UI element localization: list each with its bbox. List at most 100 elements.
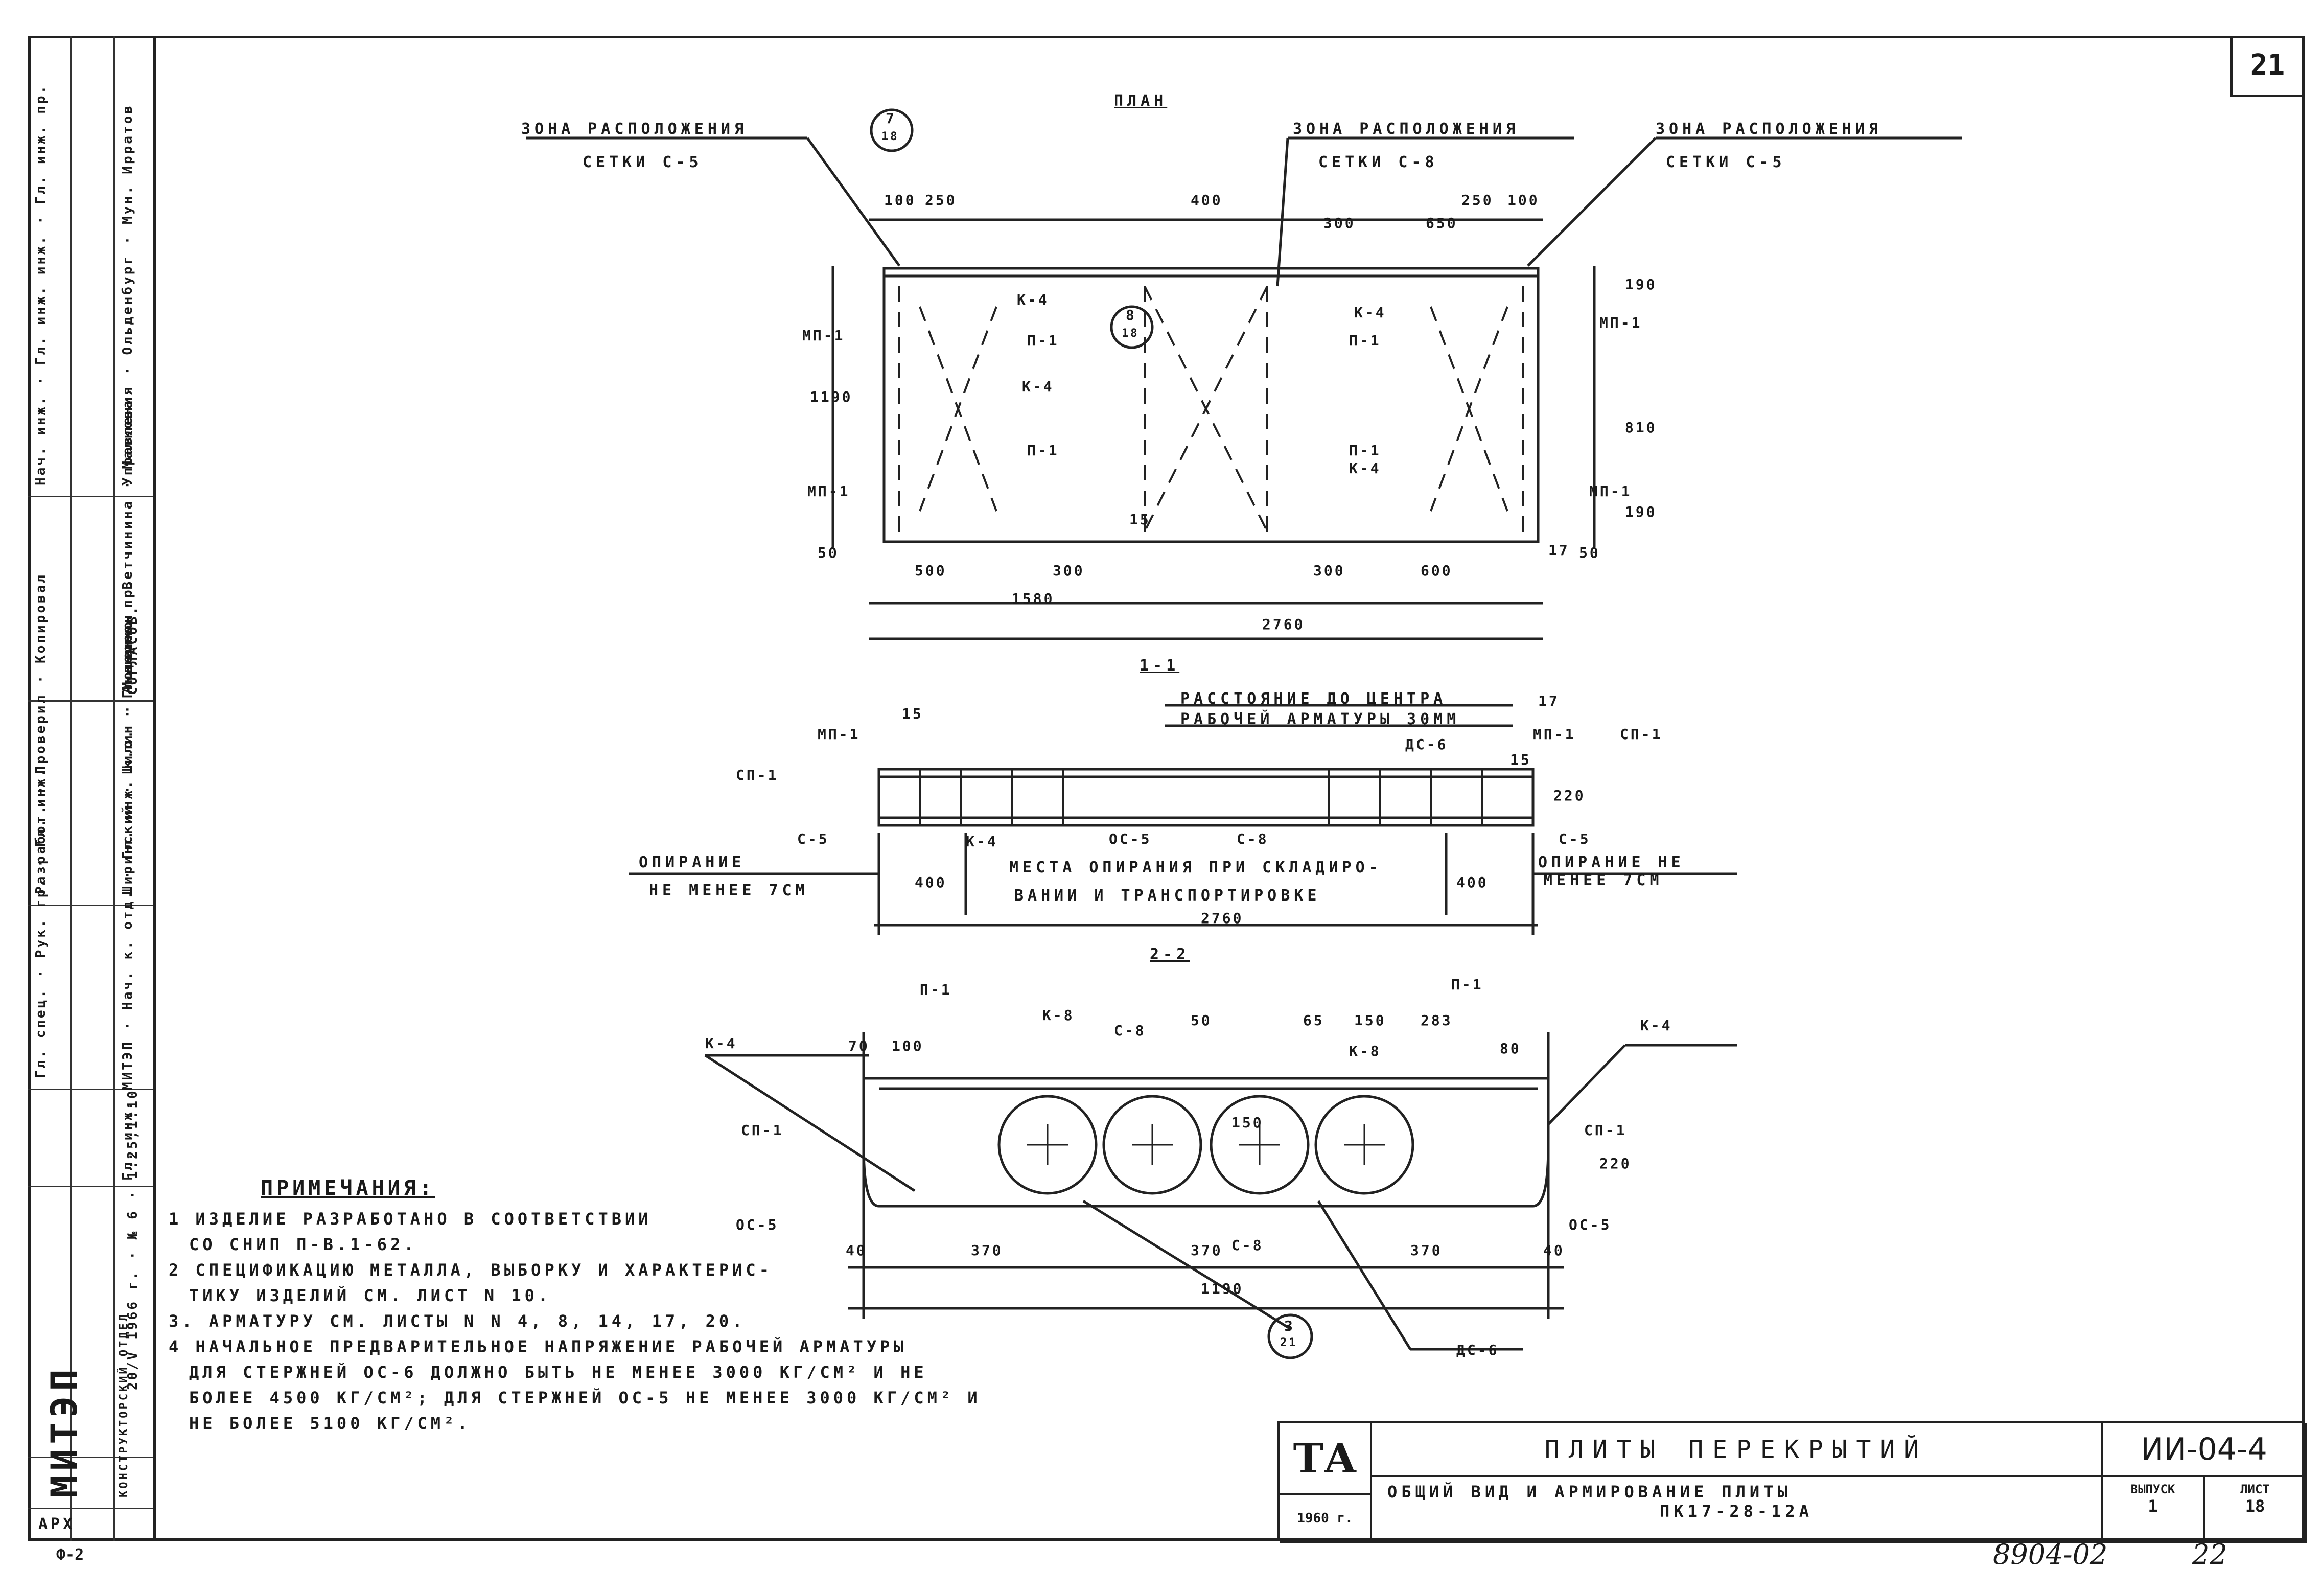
plan-dim: 650 [1426,215,1458,232]
tb-sheet: ЛИСТ 18 [2205,1477,2307,1543]
plan-label: П-1 [1027,332,1059,349]
section2-label: ДС-6 [1456,1342,1499,1358]
plan-zone-mid: ЗОНА РАСПОЛОЖЕНИЯ [1293,120,1520,138]
section2-dim: 70 [848,1037,870,1054]
plan-zone-left: ЗОНА РАСПОЛОЖЕНИЯ [521,120,748,138]
note-line: 4 НАЧАЛЬНОЕ ПРЕДВАРИТЕЛЬНОЕ НАПРЯЖЕНИЕ Р… [169,1337,907,1356]
section2-label: К-4 [1640,1017,1672,1034]
plan-dim: 17 [1548,542,1570,559]
plan-title: ПЛАН [1114,92,1168,110]
note-line: 2 СПЕЦИФИКАЦИЮ МЕТАЛЛА, ВЫБОРКУ И ХАРАКТ… [169,1260,773,1280]
plan-zone-mid-mesh: СЕТКИ С-8 [1318,153,1438,171]
note-line: 1 ИЗДЕЛИЕ РАЗРАБОТАНО В СООТВЕТСТВИИ [169,1209,652,1229]
notes-block: ПРИМЕЧАНИЯ: 1 ИЗДЕЛИЕ РАЗРАБОТАНО В СООТ… [169,1175,1191,1436]
plan-label: К-4 [1017,291,1049,308]
void-1 [997,1095,1098,1195]
section2-dim: 220 [1599,1155,1632,1172]
section2-label: СП-1 [1584,1122,1627,1139]
note-line: ТИКУ ИЗДЕЛИЙ СМ. ЛИСТ N 10. [189,1286,552,1305]
section-label: ОС-5 [1109,830,1152,847]
tb-issue: ВЫПУСК 1 [2103,1477,2205,1543]
section2-label: К-8 [1042,1007,1075,1024]
section-label: К-4 [966,833,998,850]
section2-dim: 150 [1354,1012,1386,1029]
tb-logo: ТА [1280,1423,1372,1495]
plan-dim: 600 [1421,562,1453,579]
plan-label: МП-1 [1599,314,1642,331]
plan-dim: 300 [1313,562,1345,579]
plan-slab-outline [882,267,1540,543]
section-note-2: РАБОЧЕЙ АРМАТУРЫ 30ММ [1180,710,1460,728]
section2-label: К-8 [1349,1043,1381,1059]
page-number: 21 [2250,49,2285,82]
bearing-note-2: ВАНИИ И ТРАНСПОРТИРОВКЕ [1014,887,1321,905]
section-dim: 15 [1510,751,1531,768]
note-line: НЕ БОЛЕЕ 5100 КГ/СМ². [189,1414,471,1433]
section-dim: 220 [1553,787,1586,804]
plan-dim: 250 [1461,192,1494,209]
void-3 [1210,1095,1310,1195]
section2-label: К-4 [705,1035,737,1052]
note-line: БОЛЕЕ 4500 КГ/СМ²; ДЛЯ СТЕРЖНЕЙ ОС-5 НЕ … [189,1388,981,1407]
section2-label: П-1 [1451,976,1483,993]
plan-dim: 100 [1507,192,1540,209]
title-block: ТА 1960 г. ПЛИТЫ ПЕРЕКРЫТИЙ ОБЩИЙ ВИД И … [1277,1421,2307,1543]
section-label: МП-1 [1533,726,1576,743]
section-note-1: РАССТОЯНИЕ ДО ЦЕНТРА [1180,690,1447,708]
section2-label: ОС-5 [1569,1216,1612,1233]
plan-dim: 400 [1191,192,1223,209]
tb-year: 1960 г. [1280,1495,1372,1543]
plan-zone-left-mesh: СЕТКИ С-5 [583,153,703,171]
tb-code: ИИ-04-4 [2103,1423,2307,1477]
section2-dim: 65 [1303,1012,1324,1029]
callout-circle-8 [1110,305,1154,349]
section-label: ДС-6 [1405,736,1448,753]
plan-label: П-1 [1349,332,1381,349]
section2-dim: 50 [1191,1012,1212,1029]
plan-dim: 50 [1579,544,1600,561]
bottom-right-number: 22 [2192,1538,2227,1571]
support-left-2: НЕ МЕНЕЕ 7СМ [649,882,809,899]
section-dim: 15 [902,705,923,722]
section2-dim: 1190 [1201,1280,1244,1297]
callout-3: 3 [1284,1318,1295,1334]
callout-7-sub: 18 [881,130,899,143]
plan-dim: 190 [1625,276,1657,293]
plan-label: К-4 [1022,378,1054,395]
callout-circle-3 [1267,1313,1313,1359]
void-2 [1102,1095,1202,1195]
plan-label: МП-1 [802,327,845,344]
note-line: ДЛЯ СТЕРЖНЕЙ ОС-6 ДОЛЖНО БЫТЬ НЕ МЕНЕЕ 3… [189,1363,927,1382]
section-label: С-8 [1237,830,1269,847]
plan-dim: 300 [1053,562,1085,579]
plan-label: К-4 [1349,460,1381,477]
note-line: 3. АРМАТУРУ СМ. ЛИСТЫ N N 4, 8, 14, 17, … [169,1311,746,1331]
section-dim: 400 [915,874,947,891]
section2-label: С-8 [1114,1022,1146,1039]
section-dim: 17 [1538,692,1560,709]
section2-label: П-1 [920,981,952,998]
plan-zone-right: ЗОНА РАСПОЛОЖЕНИЯ [1656,120,1883,138]
plan-label: К-4 [1354,304,1386,321]
section-dim: 400 [1456,874,1489,891]
section2-dim: 370 [1410,1242,1443,1259]
callout-8-sub: 18 [1122,327,1140,340]
section-label: С-5 [1559,830,1591,847]
section2-dim: 370 [1191,1242,1223,1259]
notes-heading: ПРИМЕЧАНИЯ: [261,1176,435,1200]
section2-label: СП-1 [741,1122,784,1139]
callout-3-sub: 21 [1280,1336,1298,1349]
section2-dim: 100 [892,1037,924,1054]
plan-label: П-1 [1349,442,1381,459]
arch-label: АРХ [38,1515,76,1533]
section-label: СП-1 [736,767,779,783]
section-1-1-title: 1-1 [1140,657,1180,675]
section-label: С-5 [797,830,829,847]
section2-label: ОС-5 [736,1216,779,1233]
callout-circle-7 [870,108,914,152]
plan-label: П-1 [1027,442,1059,459]
plan-label: МП-1 [1589,483,1632,500]
plan-dim: 100 [884,192,916,209]
support-right-2: МЕНЕЕ 7СМ [1543,871,1663,889]
